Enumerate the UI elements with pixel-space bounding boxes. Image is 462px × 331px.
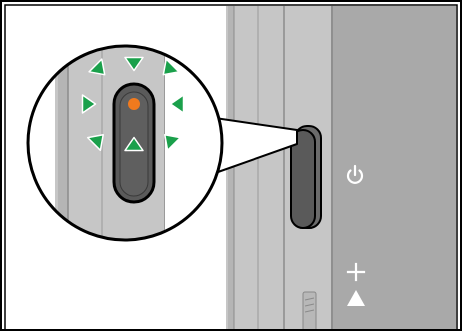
up-triangle-icon — [347, 290, 365, 306]
blink-arrow-icon — [124, 56, 144, 72]
magnifier-ring — [26, 44, 224, 242]
blink-arrow-icon — [164, 134, 182, 152]
device-ridge — [228, 6, 234, 331]
device-front-panel — [332, 6, 456, 331]
blink-arrow-icon — [88, 58, 106, 76]
blink-arrow-icon — [124, 136, 144, 152]
blink-arrows — [81, 56, 185, 152]
blink-arrow-icon — [86, 134, 104, 152]
blink-arrow-icon — [162, 58, 180, 76]
side-button — [290, 129, 316, 229]
led-indicator — [128, 98, 140, 110]
magnified-view — [26, 44, 224, 242]
device-body — [226, 6, 456, 331]
blink-arrow-icon — [81, 94, 97, 114]
plus-icon — [346, 262, 366, 282]
power-icon — [346, 164, 364, 184]
inner-frame — [4, 4, 458, 331]
blink-arrow-icon — [169, 94, 185, 114]
